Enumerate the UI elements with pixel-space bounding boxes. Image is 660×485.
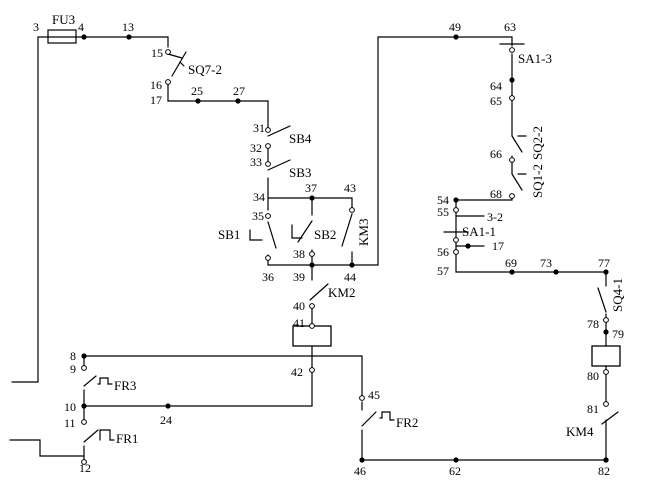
node-54: 54	[437, 193, 449, 207]
label-sb2: SB2	[314, 227, 336, 242]
node-4: 4	[78, 20, 84, 34]
node-31: 31	[253, 121, 265, 135]
supply-lines	[9, 36, 85, 457]
coil-km4	[591, 345, 621, 367]
switch-sq4-1	[597, 271, 607, 347]
node-43: 43	[344, 181, 356, 195]
node-labels: 3 4 13 15 16 17 25 27 31 32 33 34 37 43 …	[33, 20, 624, 478]
node-49: 49	[449, 20, 461, 34]
label-sa1-3: SA1-3	[518, 51, 552, 66]
node-34: 34	[253, 190, 265, 204]
label-sa1-1: SA1-1	[462, 224, 496, 239]
node-3: 3	[33, 20, 39, 34]
node-15: 15	[151, 46, 163, 60]
button-sb4	[267, 125, 291, 164]
contact-fr1	[83, 405, 115, 463]
button-sb3	[267, 159, 291, 199]
ref-3-2: 3-2	[487, 210, 503, 224]
switch-sq7-2	[167, 51, 187, 87]
node-44: 44	[344, 270, 356, 284]
node-82: 82	[598, 464, 610, 478]
contact-km4	[601, 365, 619, 425]
node-42: 42	[291, 365, 303, 379]
node-45: 45	[368, 388, 380, 402]
node-25: 25	[191, 84, 203, 98]
contact-fr3	[83, 355, 113, 407]
node-38: 38	[293, 247, 305, 261]
wire-8-45	[83, 355, 363, 397]
node-33: 33	[250, 155, 262, 169]
node-37: 37	[305, 181, 317, 195]
switch-sq2-2	[511, 135, 527, 175]
node-55: 55	[437, 205, 449, 219]
label-fr3: FR3	[114, 378, 136, 393]
node-17: 17	[150, 93, 162, 107]
label-fr1: FR1	[116, 431, 138, 446]
node-24: 24	[160, 413, 172, 427]
wire-42-24	[83, 345, 313, 407]
junction-dots	[81, 34, 609, 463]
contact-km2	[309, 264, 329, 327]
node-36: 36	[262, 270, 274, 284]
node-78: 78	[587, 317, 599, 331]
label-sb4: SB4	[289, 131, 312, 146]
node-11: 11	[64, 416, 76, 430]
contact-fr2	[361, 401, 395, 461]
node-80: 80	[587, 369, 599, 383]
node-12: 12	[79, 461, 91, 475]
node-10: 10	[64, 400, 76, 414]
fuse-fu3	[47, 29, 77, 44]
label-fu3: FU3	[52, 12, 75, 27]
wire-4-15	[75, 36, 169, 48]
node-13: 13	[122, 20, 134, 34]
node-57: 57	[437, 264, 449, 278]
label-fr2: FR2	[396, 415, 418, 430]
node-64: 64	[490, 79, 502, 93]
node-77: 77	[598, 256, 610, 270]
label-km4: KM4	[566, 424, 594, 439]
node-39: 39	[293, 270, 305, 284]
node-62: 62	[449, 464, 461, 478]
node-79: 79	[612, 327, 624, 341]
switch-sa1-3	[499, 43, 525, 81]
wire-36-49	[267, 36, 513, 266]
label-sq2-2: SQ2-2	[530, 126, 545, 160]
node-56: 56	[437, 245, 449, 259]
node-63: 63	[504, 20, 516, 34]
label-sq4-1: SQ4-1	[610, 278, 625, 312]
node-35: 35	[252, 209, 264, 223]
node-69: 69	[505, 256, 517, 270]
label-km2: KM2	[328, 285, 355, 300]
node-40: 40	[293, 299, 305, 313]
node-41: 41	[293, 316, 305, 330]
node-32: 32	[250, 141, 262, 155]
wire-17-31	[167, 85, 269, 129]
ref-17: 17	[492, 239, 504, 253]
label-sq7-2: SQ7-2	[188, 62, 222, 77]
node-68: 68	[490, 187, 502, 201]
node-27: 27	[233, 84, 245, 98]
terminals	[81, 47, 609, 465]
node-66: 66	[490, 147, 502, 161]
label-sq1-2: SQ1-2	[530, 164, 545, 198]
node-73: 73	[540, 256, 552, 270]
wire-54-77	[455, 199, 607, 273]
node-65: 65	[490, 94, 502, 108]
node-9: 9	[70, 362, 76, 376]
label-sb1: SB1	[218, 227, 240, 242]
node-8: 8	[70, 349, 76, 363]
label-sb3: SB3	[289, 165, 311, 180]
node-46: 46	[354, 464, 366, 478]
label-km3: KM3	[356, 219, 371, 246]
device-labels: FU3 SQ7-2 SB4 SB3 SB1 SB2 KM3 KM2 FR3 FR…	[52, 12, 625, 446]
node-81: 81	[587, 402, 599, 416]
node-16: 16	[150, 78, 162, 92]
